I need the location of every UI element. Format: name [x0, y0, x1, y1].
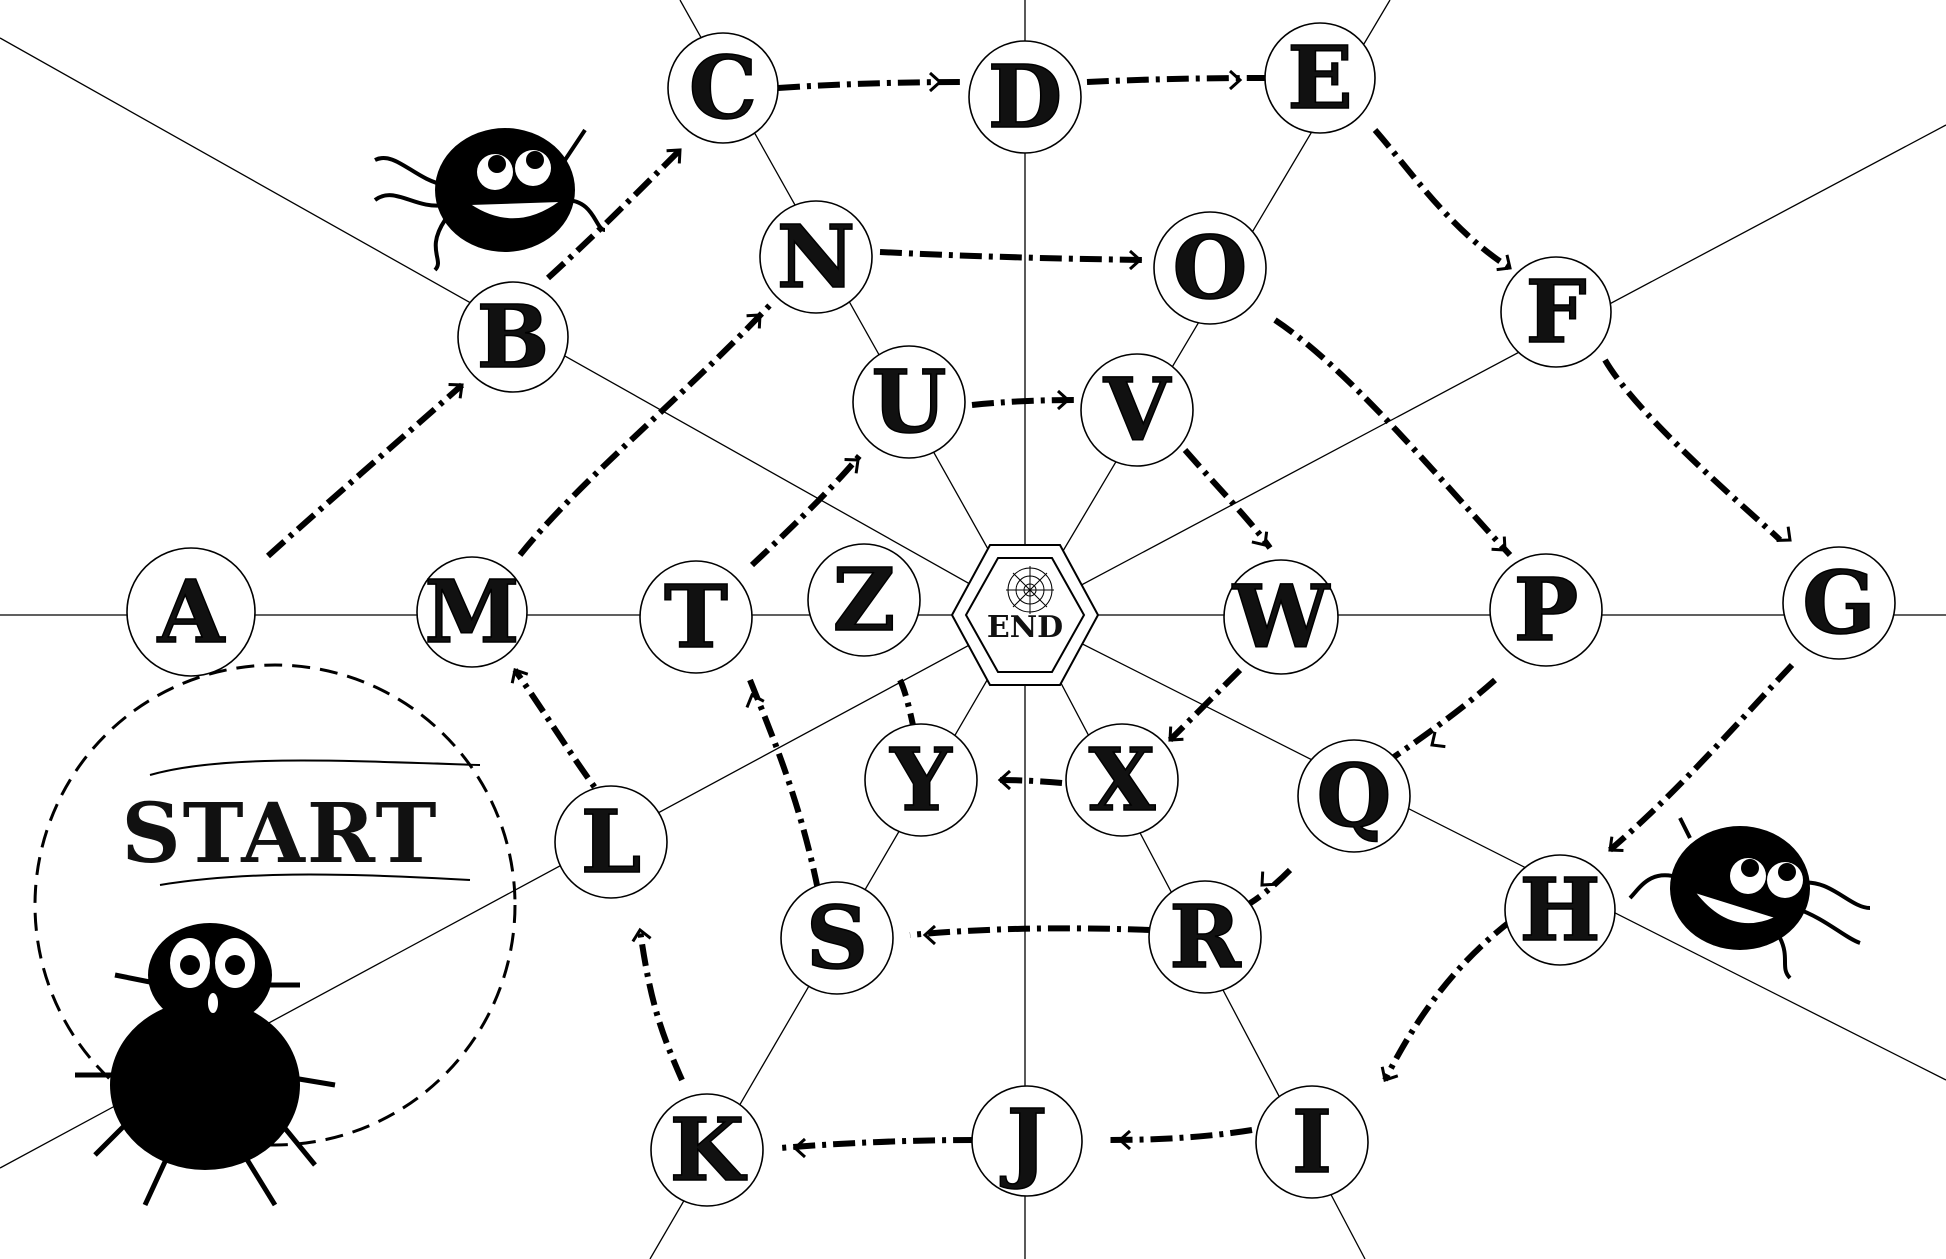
letter-node-w[interactable]: W	[1223, 559, 1339, 675]
letter-s: S	[806, 888, 868, 989]
arrow-icon	[666, 148, 682, 164]
letter-node-d[interactable]: D	[968, 40, 1082, 154]
arrow-icons	[448, 69, 1792, 1159]
letter-node-f[interactable]: F	[1500, 256, 1612, 368]
letter-node-c[interactable]: C	[667, 32, 779, 144]
letter-q: Q	[1317, 746, 1392, 847]
letter-g: G	[1802, 553, 1875, 654]
arrow-icon	[1228, 69, 1243, 91]
letter-node-g[interactable]: G	[1782, 546, 1896, 660]
arrow-icon	[1260, 871, 1276, 887]
letter-node-u[interactable]: U	[852, 345, 966, 459]
letter-node-n[interactable]: N	[759, 200, 873, 314]
arrow-icon	[1117, 1129, 1132, 1151]
letter-node-r[interactable]: R	[1148, 880, 1262, 994]
letter-u: U	[872, 352, 947, 453]
letter-d: D	[988, 47, 1063, 148]
letter-c: C	[689, 38, 757, 139]
arrow-icon	[1776, 526, 1792, 542]
letter-o: O	[1173, 218, 1248, 319]
arrow-icon	[1251, 531, 1269, 547]
spider-web-icon	[1006, 566, 1054, 614]
arrow-icon	[1380, 1066, 1399, 1082]
letter-node-a[interactable]: A	[126, 547, 256, 677]
arrow-icon	[922, 924, 937, 946]
letter-node-x[interactable]: X	[1065, 723, 1179, 837]
letter-e: E	[1287, 28, 1353, 129]
letter-node-i[interactable]: I	[1255, 1085, 1369, 1199]
letter-node-o[interactable]: O	[1153, 211, 1267, 325]
letter-m: M	[424, 562, 519, 663]
maze-path	[265, 75, 1795, 1151]
letter-l: L	[581, 792, 641, 893]
letter-node-s[interactable]: S	[780, 881, 894, 995]
letter-t: T	[664, 567, 728, 668]
arrow-icon	[928, 71, 943, 93]
arrow-icon	[1608, 836, 1624, 852]
start-label: START	[121, 786, 438, 882]
arrow-icon	[1128, 249, 1143, 271]
spider-icon	[75, 923, 336, 1207]
letter-node-l[interactable]: L	[554, 785, 668, 899]
letter-node-p[interactable]: P	[1489, 553, 1603, 667]
letter-w: W	[1232, 567, 1331, 668]
letter-node-e[interactable]: E	[1264, 22, 1376, 134]
letter-b: B	[477, 287, 550, 388]
arrow-icon	[745, 692, 765, 709]
spider-icon	[1628, 817, 1871, 980]
arrow-icon	[448, 383, 464, 399]
arrow-icon	[1056, 389, 1071, 411]
end-label: END	[987, 610, 1063, 645]
arrow-icon	[844, 458, 860, 474]
arrow-icon	[631, 927, 652, 943]
arrow-icon	[746, 313, 762, 329]
start-area: START	[33, 663, 517, 1147]
letter-x: X	[1089, 730, 1156, 831]
letter-node-y[interactable]: Y	[864, 723, 978, 837]
letter-nodes: A B C D E F G H	[126, 22, 1896, 1207]
end-node: END	[950, 544, 1100, 686]
letter-y: Y	[889, 730, 953, 831]
letter-h: H	[1519, 860, 1600, 961]
letter-n: N	[777, 207, 856, 308]
arrow-icon	[792, 1137, 807, 1159]
letter-node-q[interactable]: Q	[1297, 739, 1411, 853]
letter-p: P	[1514, 560, 1579, 661]
letter-node-t[interactable]: T	[639, 560, 753, 674]
letter-i: I	[1292, 1092, 1332, 1193]
letter-node-h[interactable]: H	[1504, 854, 1616, 966]
letter-f: F	[1525, 262, 1586, 363]
letter-node-m[interactable]: M	[416, 556, 528, 668]
letter-j: J	[1000, 1091, 1048, 1192]
spider-icon	[373, 128, 606, 272]
letter-r: R	[1169, 887, 1241, 988]
letter-node-j[interactable]: J	[971, 1085, 1083, 1197]
arrow-icon	[510, 668, 529, 684]
letter-node-z[interactable]: Z	[807, 543, 921, 657]
letter-node-b[interactable]: B	[457, 281, 569, 393]
letter-a: A	[157, 562, 226, 663]
arrow-icon	[1496, 254, 1512, 272]
arrow-icon	[1430, 731, 1446, 749]
arrow-icon	[1168, 726, 1184, 742]
letter-node-k[interactable]: K	[650, 1093, 764, 1207]
letter-z: Z	[833, 550, 896, 651]
arrow-icon	[997, 769, 1012, 791]
arrow-icon	[1491, 536, 1507, 552]
letter-k: K	[670, 1100, 748, 1201]
letter-node-v[interactable]: V	[1080, 353, 1194, 467]
letter-v: V	[1103, 360, 1172, 461]
